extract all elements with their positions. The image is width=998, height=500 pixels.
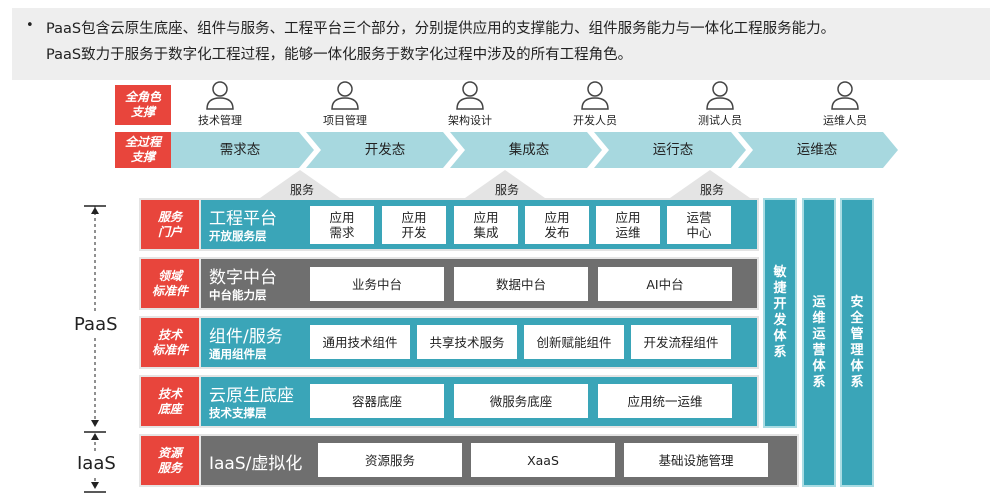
component-box-2: 共享技术服务 (417, 325, 517, 359)
role-item: 开发人员 (555, 80, 635, 128)
role-label: 技术管理 (198, 114, 242, 127)
base-box-1: 容器底座 (310, 384, 444, 418)
chevron-stage-3 (450, 132, 602, 168)
chevron-stage-5 (738, 132, 898, 168)
layer-component-title: 组件/服务 (209, 327, 283, 347)
person-icon (206, 81, 234, 110)
roles-tag: 全角色 支撑 (115, 85, 171, 125)
base-box-2: 微服务底座 (454, 384, 588, 418)
stage-label-2: 开发态 (364, 142, 406, 158)
portal-box-1: 应用 需求 (310, 206, 374, 244)
portal-box-3: 应用 集成 (454, 206, 518, 244)
role-label: 架构设计 (448, 114, 492, 127)
resource-box-2: XaaS (471, 443, 615, 477)
component-box-1: 通用技术组件 (310, 325, 410, 359)
base-box-3: 应用统一运维 (598, 384, 732, 418)
chevron-stage-1 (171, 132, 314, 168)
domain-box-2: 数据中台 (454, 267, 588, 301)
process-tag: 全过程 支撑 (115, 132, 171, 168)
service-connectors (260, 170, 750, 198)
service-label-3: 服务 (699, 183, 724, 197)
layer-portal: 服务 门户 工程平台 开放服务层 (139, 198, 759, 251)
intro-panel: • PaaS包含云原生底座、组件与服务、工程平台三个部分，分别提供应用的支撑能力… (12, 8, 990, 80)
layer-domain-title: 数字中台 (209, 268, 277, 288)
service-connector-1 (260, 170, 340, 198)
process-chevron-strip (171, 132, 898, 168)
chevron-stage-4 (594, 132, 746, 168)
resource-box-1: 资源服务 (318, 443, 462, 477)
person-icon (581, 81, 609, 110)
service-connector-3 (670, 170, 750, 198)
stage-label-4: 运行态 (652, 142, 694, 158)
intro-line-1: PaaS包含云原生底座、组件与服务、工程平台三个部分，分别提供应用的支撑能力、组… (46, 21, 836, 37)
side-column-ops: 运 维 运 营 体 系 (802, 198, 836, 487)
layer-portal-title: 工程平台 (209, 209, 277, 229)
stage-label-3: 集成态 (508, 142, 550, 158)
portal-box-2: 应用 开发 (382, 206, 446, 244)
intro-bullet: • (26, 18, 34, 33)
component-box-4: 开发流程组件 (631, 325, 731, 359)
layer-component-tag: 技术 标准件 (141, 318, 199, 367)
role-label: 开发人员 (573, 114, 617, 127)
domain-box-3: AI中台 (598, 267, 732, 301)
domain-box-1: 业务中台 (310, 267, 444, 301)
stage-label-1: 需求态 (219, 142, 261, 158)
layer-portal-tag: 服务 门户 (141, 200, 199, 249)
role-label: 运维人员 (823, 114, 867, 127)
axis-label-iaas: IaaS (77, 451, 116, 476)
axis-label-paas: PaaS (74, 312, 118, 337)
stage-label-5: 运维态 (796, 142, 838, 158)
intro-line-2: PaaS致力于服务于数字化工程过程，能够一体化服务于数字化过程中涉及的所有工程角… (46, 47, 633, 63)
side-column-security: 安 全 管 理 体 系 (840, 198, 874, 487)
layer-component-subtitle: 通用组件层 (209, 347, 267, 361)
person-icon (456, 81, 484, 110)
layer-base-subtitle: 技术支撑层 (209, 406, 267, 420)
role-label: 项目管理 (323, 114, 367, 127)
layer-domain-subtitle: 中台能力层 (209, 288, 267, 302)
layer-base-title: 云原生底座 (209, 386, 294, 406)
component-box-3: 创新赋能组件 (524, 325, 624, 359)
service-connector-2 (465, 170, 545, 198)
role-item: 测试人员 (680, 80, 760, 128)
side-column-agile: 敏 捷 开 发 体 系 (763, 198, 797, 428)
chevron-stage-2 (306, 132, 458, 168)
portal-box-6: 运营 中心 (667, 206, 731, 244)
person-icon (706, 81, 734, 110)
service-label-2: 服务 (494, 183, 519, 197)
role-label: 测试人员 (698, 114, 742, 127)
service-label-1: 服务 (289, 183, 314, 197)
role-item: 运维人员 (805, 80, 885, 128)
portal-box-5: 应用 运维 (596, 206, 660, 244)
person-icon (831, 81, 859, 110)
role-item: 架构设计 (430, 80, 510, 128)
layer-resource-tag: 资源 服务 (141, 436, 199, 485)
portal-box-4: 应用 发布 (525, 206, 589, 244)
resource-box-3: 基础设施管理 (624, 443, 768, 477)
layer-resource-title: IaaS/虚拟化 (209, 454, 303, 474)
layer-base-tag: 技术 底座 (141, 377, 199, 426)
role-item: 技术管理 (180, 80, 260, 128)
role-item: 项目管理 (305, 80, 385, 128)
layer-portal-subtitle: 开放服务层 (209, 229, 267, 243)
layer-domain-tag: 领域 标准件 (141, 259, 199, 308)
person-icon (331, 81, 359, 110)
